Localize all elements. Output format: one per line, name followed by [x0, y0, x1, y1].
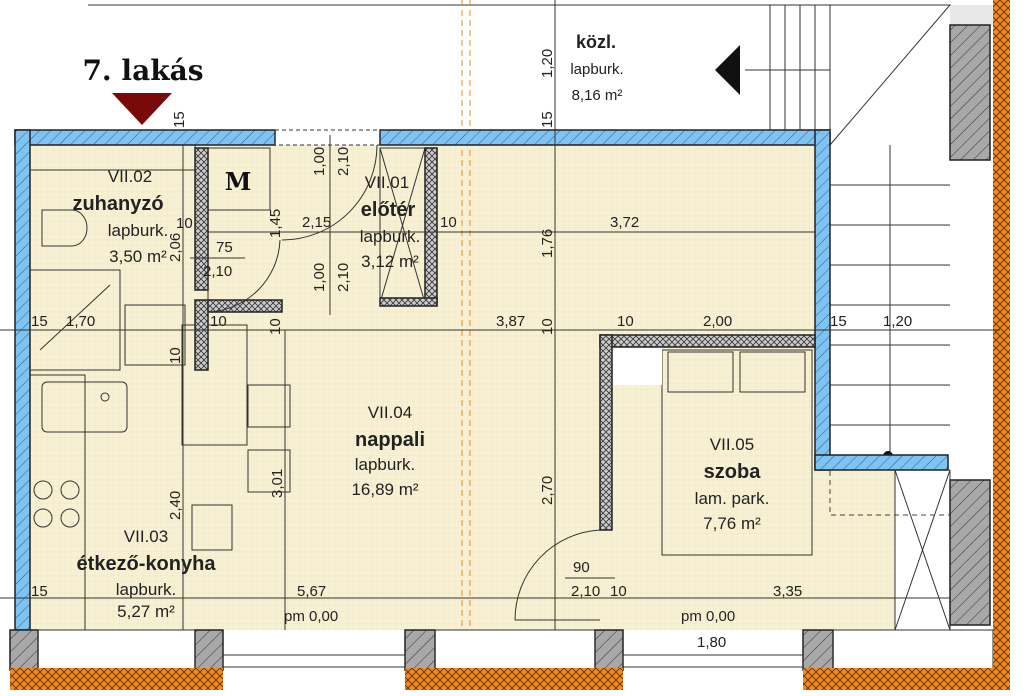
corridor-floor: lapburk. [570, 61, 623, 78]
dim-label: 3,72 [610, 214, 639, 231]
room-area: 16,89 m² [351, 480, 418, 499]
dim-label: 5,67 [297, 583, 326, 600]
room-VII-01: VII.01 előtér lapburk. 3,12 m² [360, 173, 420, 271]
dim-label: 15 [31, 313, 48, 330]
dim-label: 3,87 [496, 313, 525, 330]
dim-label: 1,20 [539, 49, 556, 78]
dim-label: 2,70 [539, 476, 556, 505]
room-id: VII.05 [710, 435, 754, 454]
dim-label: 1,80 [697, 634, 726, 651]
dimension-labels: 15 15 1,20 1,00 2,10 1,00 2,10 10 2,06 7… [31, 49, 912, 651]
dim-label: 15 [31, 583, 48, 600]
washbasin [124, 304, 186, 366]
corridor-area: 8,16 m² [572, 87, 623, 104]
dim-label: 2,10 [203, 263, 232, 280]
room-floor: lapburk. [360, 227, 420, 246]
room-id: VII.04 [368, 403, 412, 422]
dim-label: 2,15 [302, 214, 331, 231]
room-VII-02: VII.02 zuhanyzó lapburk. 3,50 m² [72, 167, 168, 266]
dim-label: 2,10 [335, 147, 352, 176]
dim-label: 2,00 [703, 313, 732, 330]
doors [207, 129, 601, 621]
dim-label: 1,00 [311, 147, 328, 176]
room-name: étkező-konyha [77, 553, 217, 575]
dim-label: 10 [610, 583, 627, 600]
room-area: 5,27 m² [117, 602, 175, 621]
dining-table [181, 324, 248, 446]
bed [661, 349, 813, 556]
room-name: előtér [361, 199, 416, 221]
room-floor: lapburk. [108, 221, 168, 240]
entrance-marker-icon [112, 93, 172, 125]
room-id: VII.03 [124, 527, 168, 546]
dim-label: 2,06 [167, 233, 184, 262]
window [622, 654, 804, 668]
apartment-title: 7. lakás [82, 54, 203, 87]
dim-label: 10 [167, 347, 184, 364]
dimension-lines [0, 0, 1000, 630]
dim-label: 1,76 [539, 229, 556, 258]
corridor-name: közl. [576, 32, 616, 52]
dim-label: 1,70 [66, 313, 95, 330]
dim-label: 15 [539, 111, 556, 128]
room-area: 7,76 m² [703, 514, 761, 533]
dim-label: 1,45 [267, 209, 284, 238]
building-structure [29, 0, 995, 631]
room-floor: lapburk. [355, 455, 415, 474]
dim-label: 10 [210, 313, 227, 330]
room-floor: lapburk. [116, 580, 176, 599]
cooktop [33, 480, 80, 528]
dim-label: 10 [267, 318, 284, 335]
dim-label: 90 [573, 559, 590, 576]
dim-label: 1,00 [311, 263, 328, 292]
dim-label: 3,01 [269, 469, 286, 498]
room-area: 3,12 m² [361, 252, 419, 271]
dim-label: 3,35 [773, 583, 802, 600]
dim-label: 15 [171, 111, 188, 128]
dim-label: 10 [539, 318, 556, 335]
room-id: VII.02 [108, 167, 152, 186]
room-area: 3,50 m² [109, 247, 167, 266]
dim-label: 15 [830, 313, 847, 330]
sink [41, 381, 128, 433]
dim-label: 2,10 [335, 263, 352, 292]
floor-level-label: pm 0,00 [284, 608, 338, 625]
meter-label: M [225, 167, 252, 196]
window [222, 654, 406, 668]
dim-label: 10 [617, 313, 634, 330]
dim-label: 1,20 [883, 313, 912, 330]
floor-area [30, 145, 815, 630]
room-VII-05: VII.05 szoba lam. park. 7,76 m² [695, 435, 770, 533]
walls [9, 0, 1010, 690]
room-name: nappali [355, 429, 425, 451]
dim-label: 2,40 [167, 491, 184, 520]
room-floor: lam. park. [695, 489, 770, 508]
corridor: közl. lapburk. 8,16 m² [570, 32, 623, 104]
room-name: zuhanyzó [72, 193, 163, 215]
dim-label: 75 [216, 239, 233, 256]
dim-label: 10 [440, 214, 457, 231]
staircase [715, 4, 952, 631]
room-VII-04: VII.04 nappali lapburk. 16,89 m² [351, 403, 425, 499]
room-name: szoba [704, 461, 762, 483]
dim-label: 10 [176, 215, 193, 232]
dim-label: 2,10 [571, 583, 600, 600]
room-id: VII.01 [365, 173, 409, 192]
toilet [41, 209, 88, 247]
stair-direction-arrow-icon [715, 45, 740, 95]
floor-level-label: pm 0,00 [681, 608, 735, 625]
room-VII-03: VII.03 étkező-konyha lapburk. 5,27 m² [77, 527, 217, 621]
